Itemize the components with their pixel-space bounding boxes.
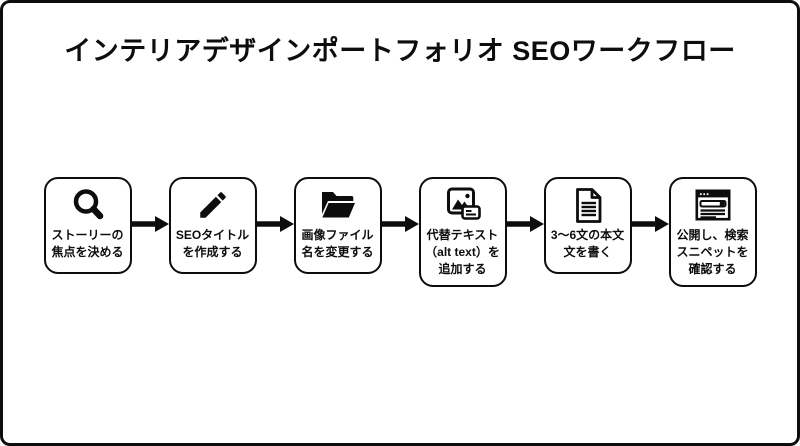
step-label-line: 公開し、検索	[676, 228, 749, 242]
step-label-line: ストーリーの	[51, 228, 124, 242]
step-box-publish-check-snippet: 公開し、検索 スニペットを 確認する	[668, 177, 757, 288]
step-label-line: 焦点を決める	[51, 244, 124, 259]
step-label: 画像ファイル 名を変更する	[301, 227, 373, 261]
step-box-create-seo-title: SEOタイトル を作成する	[168, 177, 257, 274]
step-label-line: （alt text）を	[425, 244, 500, 259]
browser-snippet-icon	[694, 185, 732, 225]
step-box-rename-image-files: 画像ファイル 名を変更する	[293, 177, 382, 274]
step-box-define-story-focus: ストーリーの 焦点を決める	[43, 177, 132, 274]
search-icon	[70, 185, 106, 225]
open-folder-icon	[319, 185, 357, 225]
flow-arrow-icon	[506, 215, 544, 233]
step-label-line: 追加する	[438, 261, 487, 276]
step-label-line: 名を変更する	[301, 244, 374, 259]
step-label-line: を作成する	[182, 244, 243, 259]
image-alt-text-icon	[443, 185, 483, 225]
flow-arrow-icon	[131, 215, 169, 233]
workflow-steps: ストーリーの 焦点を決める SEOタイトル を作成する	[3, 177, 797, 288]
flow-arrow-icon	[256, 215, 294, 233]
step-label: ストーリーの 焦点を決める	[51, 227, 123, 261]
step-label-line: スニペットを	[676, 244, 749, 259]
step-box-add-alt-text: 代替テキスト （alt text）を 追加する	[418, 177, 507, 288]
step-label: SEOタイトル を作成する	[176, 227, 249, 261]
step-box-write-body-text: 3〜6文の本文 文を書く	[543, 177, 632, 274]
flow-arrow-icon	[631, 215, 669, 233]
step-label-line: 代替テキスト	[426, 228, 499, 242]
step-label: 3〜6文の本文 文を書く	[551, 227, 624, 261]
step-label-line: 確認する	[688, 261, 737, 276]
step-label: 公開し、検索 スニペットを 確認する	[676, 227, 748, 277]
step-label-line: SEOタイトル	[175, 228, 250, 242]
document-icon	[572, 185, 604, 225]
step-label-line: 画像ファイル	[301, 228, 374, 242]
step-label-line: 文を書く	[563, 244, 612, 259]
step-label: 代替テキスト （alt text）を 追加する	[425, 227, 500, 277]
pencil-icon	[196, 185, 230, 225]
step-label-line: 3〜6文の本文	[550, 228, 625, 242]
flow-arrow-icon	[381, 215, 419, 233]
diagram-title: インテリアデザインポートフォリオ SEOワークフロー	[64, 36, 736, 66]
